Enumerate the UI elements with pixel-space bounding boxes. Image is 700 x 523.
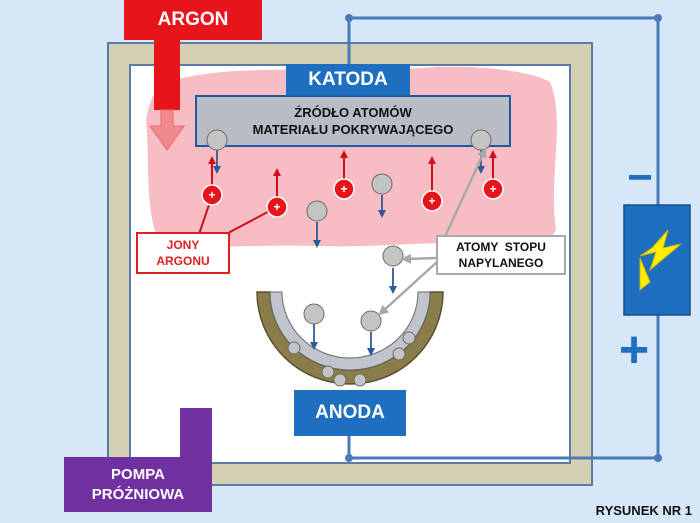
atoms-label-line1: ATOMY STOPU (456, 240, 546, 254)
sputtered-atoms (206, 129, 492, 332)
ion-sign: + (340, 182, 347, 196)
minus-terminal-label: − (627, 153, 653, 202)
argon-pipe (154, 40, 180, 110)
wire-node (654, 454, 662, 462)
atoms-callout-box (436, 235, 566, 275)
source-label: ŹRÓDŁO ATOMÓW MATERIAŁU POKRYWAJĄCEGO (196, 97, 510, 145)
argon-label: ARGON (157, 9, 229, 30)
argon-inflow-arrow-icon (149, 109, 185, 151)
pump-label: POMPA PRÓŻNIOWA (64, 458, 212, 512)
ions-label-line1: JONY (166, 238, 200, 252)
anode-label: ANODA (315, 402, 385, 423)
ions-label-line2: ARGONU (156, 254, 210, 268)
atoms-label-line2: NAPYLANEGO (458, 256, 544, 270)
deposited-atoms (287, 331, 416, 387)
atom-source (195, 95, 511, 147)
argon-ions (201, 178, 504, 218)
ions-callout-box (136, 232, 230, 274)
ion-sign: + (208, 188, 215, 202)
pump-label-line2: PRÓŻNIOWA (91, 486, 185, 503)
ion-sign: + (489, 182, 496, 196)
circuit-wires (347, 16, 660, 460)
vacuum-pump (64, 408, 212, 512)
source-label-line2: MATERIAŁU POKRYWAJĄCEGO (252, 122, 454, 137)
figure-caption: RYSUNEK NR 1 (595, 502, 692, 518)
argon-inlet (124, 0, 262, 40)
ion-sign: + (273, 200, 280, 214)
wire-node (345, 14, 353, 22)
anode (294, 390, 406, 436)
pump-label-line1: POMPA (111, 466, 165, 483)
source-label-line1: ŹRÓDŁO ATOMÓW (294, 105, 412, 120)
plus-terminal-label: + (618, 321, 650, 379)
ion-sign: + (428, 194, 435, 208)
ions-label: JONY ARGONU (137, 233, 229, 273)
atoms-label: ATOMY STOPU NAPYLANEGO (437, 236, 565, 274)
wire-node (654, 14, 662, 22)
lightning-bolt-icon (639, 229, 682, 292)
wire-node (345, 454, 353, 462)
cathode-label: KATODA (308, 69, 388, 90)
ion-arrows (208, 150, 497, 198)
cathode (286, 64, 410, 96)
